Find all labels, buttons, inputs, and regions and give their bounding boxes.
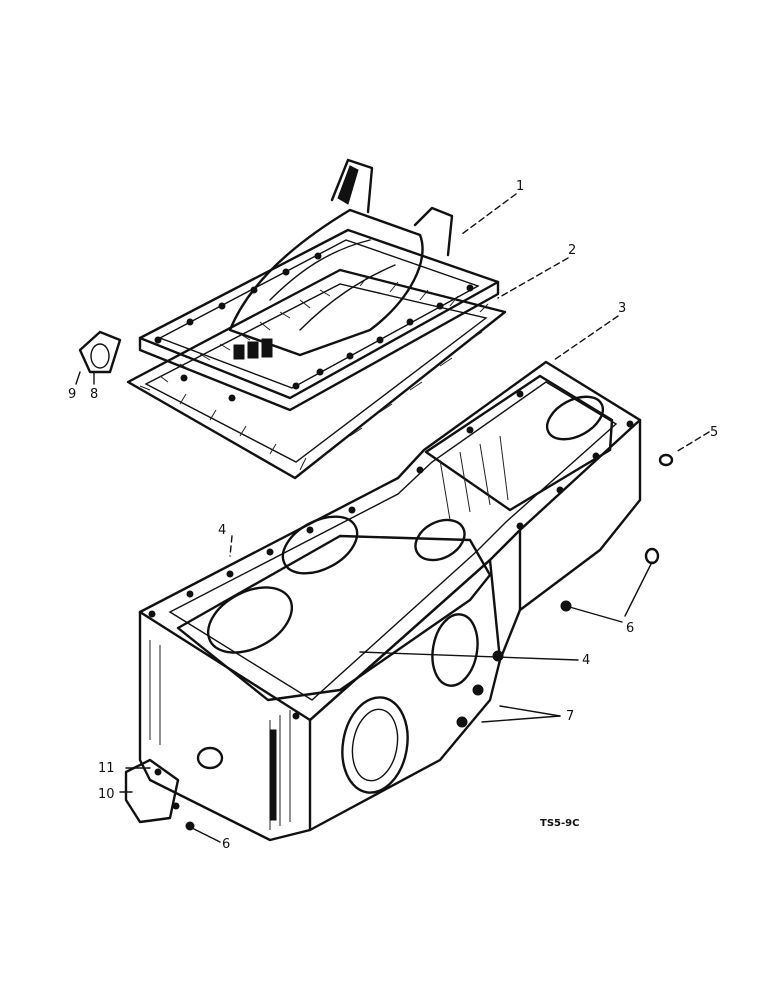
callout-11: 11 (98, 761, 115, 776)
cover-plate (124, 758, 180, 824)
callout-4-right: 4 (582, 653, 590, 668)
callout-6-right: 6 (626, 621, 634, 636)
callouts: 1 2 3 4 4 5 6 6 7 8 9 10 11 TS5-9C (68, 179, 718, 852)
callout-1: 1 (516, 179, 524, 194)
callout-7: 7 (566, 709, 574, 724)
callout-10: 10 (98, 787, 115, 802)
washer-part-5 (658, 453, 674, 467)
callout-4-top: 4 (218, 523, 226, 538)
top-cover (138, 158, 500, 412)
plug-part-6 (185, 547, 660, 831)
leader-lines (75, 193, 710, 843)
callout-9: 9 (68, 387, 76, 402)
drawing-code: TS5-9C (540, 818, 579, 829)
callout-5: 5 (710, 425, 718, 440)
callout-8: 8 (90, 387, 98, 402)
gasket (126, 268, 507, 480)
callout-3: 3 (618, 301, 626, 316)
seal-plate (78, 330, 122, 374)
callout-6-bottom: 6 (222, 837, 230, 852)
transmission-housing (138, 360, 642, 842)
callout-2: 2 (568, 243, 576, 258)
